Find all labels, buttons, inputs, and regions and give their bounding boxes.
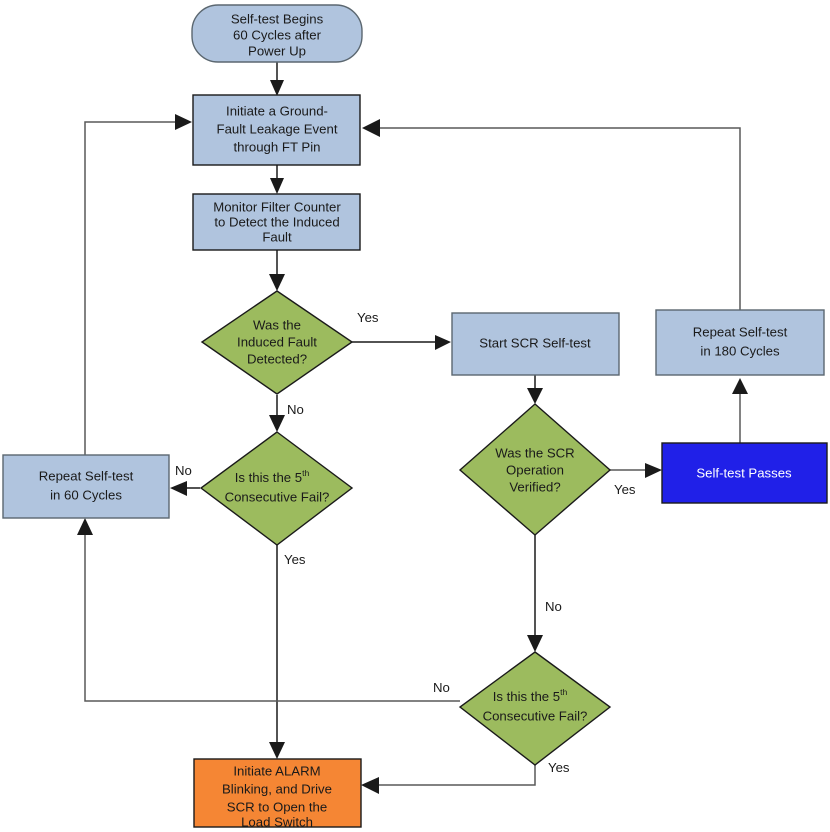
node-repeat-180[interactable]: Repeat Self-test in 180 Cycles (655, 309, 825, 376)
node-monitor-filter[interactable]: Monitor Filter Counter to Detect the Ind… (192, 193, 361, 251)
edge-detected-no-to-fifth-left (269, 395, 285, 432)
fifth-fail-left-line-1: Is this the 5th (235, 468, 310, 485)
repeat-60-shape[interactable] (2, 454, 170, 519)
edge-repeat60-to-initiate (84, 114, 192, 455)
monitor-filter-line-2: to Detect the Induced (214, 214, 339, 229)
edge-startscr-to-scrdecision (527, 375, 543, 404)
start-shape[interactable] (191, 4, 363, 63)
repeat-180-line-2: in 180 Cycles (700, 343, 780, 358)
edge-label-scr-no: No (545, 599, 562, 614)
monitor-filter-shape[interactable] (192, 193, 361, 251)
initiate-fault-shape[interactable] (192, 94, 361, 166)
alarm-line-2: Blinking, and Drive (222, 781, 332, 796)
self-test-passes-line-1: Self-test Passes (696, 465, 792, 480)
fifth-fail-bottom-line-1: Is this the 5th (493, 687, 568, 704)
start-line-1: Self-test Begins (231, 11, 324, 26)
edge-scr-no-to-fifth-bottom (527, 535, 543, 652)
node-alarm[interactable]: Initiate ALARM Blinking, and Drive SCR t… (193, 758, 362, 829)
scr-verified-shape[interactable] (458, 403, 612, 536)
edge-label-fifth-left-yes: Yes (284, 552, 306, 567)
start-line-2: 60 Cycles after (233, 27, 322, 42)
node-fifth-fail-bottom[interactable]: Is this the 5th Consecutive Fail? (458, 651, 612, 766)
fault-detected-line-1: Was the (253, 317, 301, 332)
initiate-fault-line-2: Fault Leakage Event (217, 121, 338, 136)
edge-label-fifth-bottom-yes: Yes (548, 760, 570, 775)
fifth-fail-bottom-line-2: Consecutive Fail? (483, 708, 588, 723)
fifth-fail-bottom-text-1: Is this the 5 (493, 689, 560, 704)
alarm-line-3: SCR to Open the (227, 799, 327, 814)
initiate-fault-line-3: through FT Pin (234, 139, 321, 154)
edge-labels-layer: Yes No No Yes Yes No No Yes (175, 310, 636, 775)
self-test-passes-shape[interactable] (661, 442, 828, 504)
edges-layer (77, 62, 748, 794)
edge-initiate-to-monitor (270, 165, 284, 194)
edge-passes-to-repeat180 (732, 378, 748, 443)
fifth-fail-left-text-1: Is this the 5 (235, 470, 302, 485)
node-self-test-passes[interactable]: Self-test Passes (661, 442, 828, 504)
edge-label-detected-no: No (287, 402, 304, 417)
repeat-180-line-1: Repeat Self-test (693, 324, 788, 339)
edge-monitor-to-decision (269, 250, 285, 291)
start-line-3: Power Up (248, 43, 306, 58)
fifth-fail-left-superscript: th (302, 468, 309, 478)
fault-detected-line-3: Detected? (247, 351, 307, 366)
alarm-shape[interactable] (193, 758, 362, 828)
fifth-fail-bottom-shape[interactable] (458, 651, 612, 766)
node-fifth-fail-left[interactable]: Is this the 5th Consecutive Fail? (199, 431, 354, 546)
initiate-fault-line-1: Initiate a Ground- (226, 103, 328, 118)
node-fault-detected[interactable]: Was the Induced Fault Detected? (200, 290, 354, 395)
alarm-line-4: Load Switch (241, 814, 313, 829)
repeat-180-shape[interactable] (655, 309, 825, 376)
edge-fifth-left-no-to-repeat60 (170, 481, 200, 496)
edge-start-to-initiate (270, 62, 284, 96)
node-initiate-fault[interactable]: Initiate a Ground- Fault Leakage Event t… (192, 94, 361, 166)
fifth-fail-left-line-2: Consecutive Fail? (225, 489, 330, 504)
edge-fifth-bottom-no-to-repeat60 (77, 518, 460, 702)
repeat-60-line-1: Repeat Self-test (39, 468, 134, 483)
node-scr-verified[interactable]: Was the SCR Operation Verified? (458, 403, 612, 536)
monitor-filter-line-3: Fault (262, 229, 292, 244)
edge-repeat180-to-initiate (362, 119, 741, 310)
edge-label-fifth-left-no: No (175, 463, 192, 478)
scr-verified-line-2: Operation (506, 462, 564, 477)
start-scr-line-1: Start SCR Self-test (479, 335, 591, 350)
scr-verified-line-1: Was the SCR (495, 445, 574, 460)
edge-fifth-bottom-yes-to-alarm (361, 765, 536, 794)
scr-verified-line-3: Verified? (509, 479, 560, 494)
edge-label-detected-yes: Yes (357, 310, 379, 325)
node-start[interactable]: Self-test Begins 60 Cycles after Power U… (191, 4, 363, 63)
edge-label-fifth-bottom-no: No (433, 680, 450, 695)
fault-detected-line-2: Induced Fault (237, 334, 317, 349)
start-scr-shape[interactable] (451, 312, 620, 376)
edge-detected-yes-to-start-scr (352, 335, 451, 350)
node-start-scr[interactable]: Start SCR Self-test (451, 312, 620, 376)
edge-scr-yes-to-passes (610, 463, 662, 478)
monitor-filter-line-1: Monitor Filter Counter (213, 199, 341, 214)
alarm-line-1: Initiate ALARM (233, 763, 320, 778)
fault-detected-shape[interactable] (200, 290, 354, 395)
repeat-60-line-2: in 60 Cycles (50, 487, 122, 502)
node-repeat-60[interactable]: Repeat Self-test in 60 Cycles (2, 454, 170, 519)
edge-fifth-left-yes-to-alarm (269, 545, 285, 759)
edge-label-scr-yes: Yes (614, 482, 636, 497)
fifth-fail-left-shape[interactable] (199, 431, 354, 546)
fifth-fail-bottom-superscript: th (560, 687, 567, 697)
